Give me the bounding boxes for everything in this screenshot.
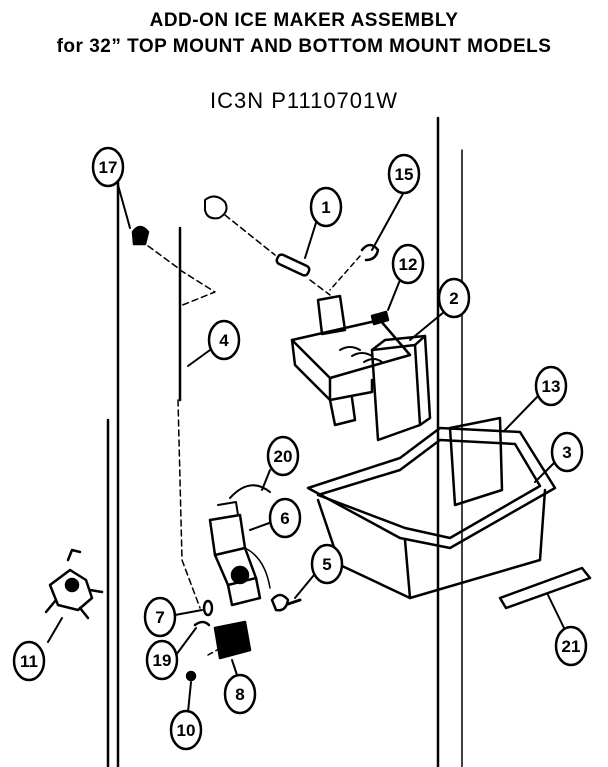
svg-text:6: 6	[280, 509, 289, 528]
part-5-fitting	[270, 593, 290, 612]
part-19-clamp	[193, 620, 211, 627]
part-6-valve	[208, 513, 247, 557]
callout-3: 3	[550, 431, 584, 473]
diagram-subtitle: for 32” TOP MOUNT AND BOTTOM MOUNT MODEL…	[56, 36, 552, 57]
svg-text:17: 17	[99, 158, 118, 177]
callout-6: 6	[268, 497, 302, 539]
callout-20: 20	[266, 435, 300, 477]
svg-text:8: 8	[235, 685, 244, 704]
part-17-clip	[131, 225, 150, 246]
svg-text:20: 20	[274, 447, 293, 466]
callout-13: 13	[534, 365, 568, 407]
svg-text:21: 21	[562, 637, 581, 656]
svg-text:15: 15	[395, 165, 414, 184]
callout-19: 19	[145, 639, 179, 681]
callout-8: 8	[223, 673, 257, 715]
svg-text:3: 3	[562, 443, 571, 462]
callout-21: 21	[554, 625, 588, 667]
model-number: IC3N P1110701W	[209, 88, 399, 113]
svg-text:12: 12	[399, 255, 418, 274]
svg-text:7: 7	[155, 608, 164, 627]
ice-maker-bracket	[316, 294, 347, 336]
part-13-plate	[448, 416, 504, 507]
part-11-valve	[48, 568, 94, 612]
svg-text:2: 2	[449, 289, 458, 308]
part-15-clip	[360, 243, 380, 262]
svg-text:1: 1	[321, 198, 330, 217]
ice-bucket-rim	[306, 426, 557, 550]
diagram-title: ADD-ON ICE MAKER ASSEMBLY	[149, 10, 459, 31]
part-20-wire	[229, 484, 271, 499]
callout-4: 4	[207, 319, 241, 361]
callout-15: 15	[387, 153, 421, 195]
ice-maker-mold-top	[290, 318, 412, 380]
callout-17: 17	[91, 146, 125, 188]
part-1-socket	[204, 195, 228, 220]
callout-12: 12	[391, 243, 425, 285]
svg-text:10: 10	[177, 721, 196, 740]
part-1-pin	[275, 253, 311, 277]
part-8-bracket	[213, 620, 252, 660]
callout-1: 1	[309, 186, 343, 228]
callout-11: 11	[12, 640, 46, 682]
callout-2: 2	[437, 277, 471, 319]
callout-10: 10	[169, 709, 203, 751]
part-10-screw	[185, 670, 197, 682]
svg-text:11: 11	[20, 652, 38, 671]
svg-text:5: 5	[322, 555, 331, 574]
part-7-washer	[202, 599, 214, 617]
part-21-bar	[498, 566, 592, 610]
svg-text:4: 4	[219, 331, 229, 350]
callout-5: 5	[310, 543, 344, 585]
callout-7: 7	[143, 596, 177, 638]
svg-text:13: 13	[542, 377, 561, 396]
svg-text:19: 19	[153, 651, 172, 670]
